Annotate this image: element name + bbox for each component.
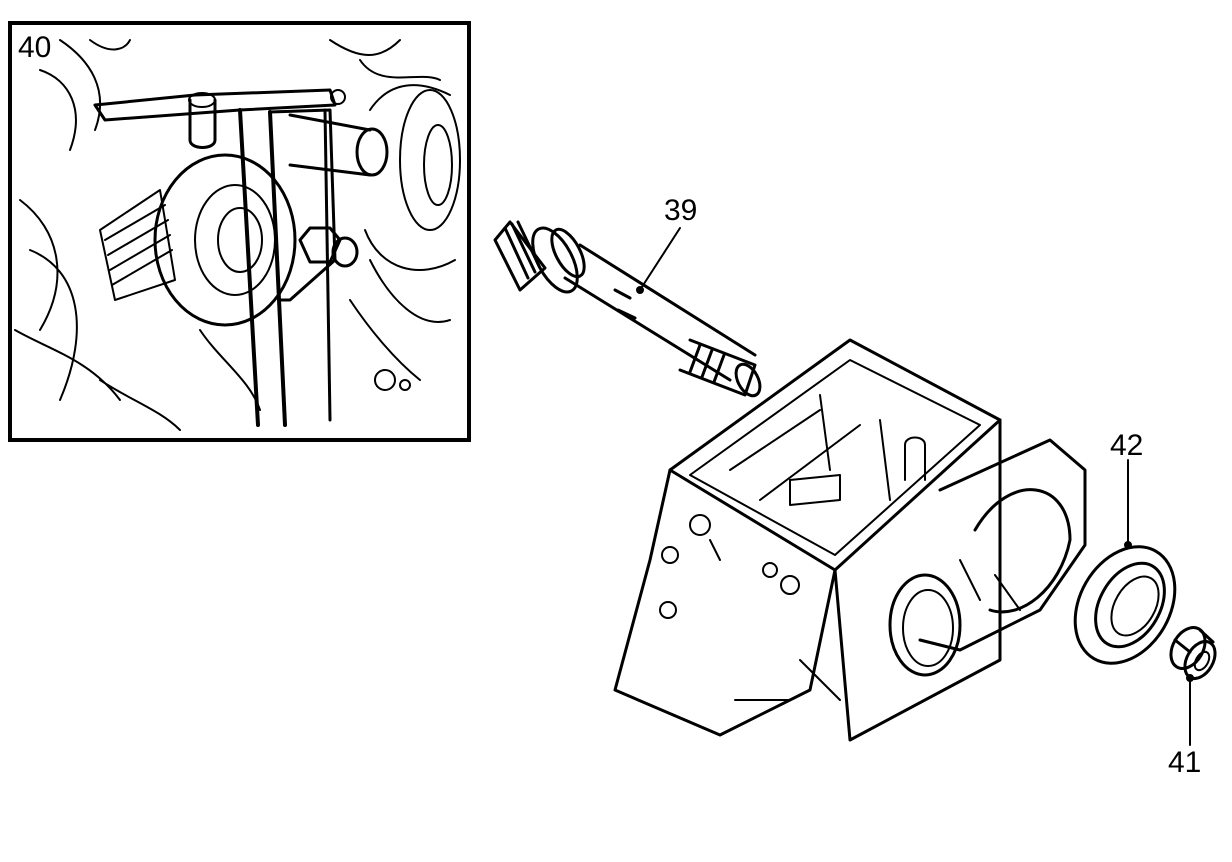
input-shaft: [493, 220, 762, 398]
callout-label-42: 42: [1110, 429, 1143, 462]
callout-label-39: 39: [664, 194, 697, 227]
callout-label-41: 41: [1168, 746, 1201, 779]
bushing: [1169, 626, 1217, 680]
leader-lines: [636, 227, 1194, 746]
inset-detail-panel: 40: [8, 21, 471, 442]
oil-seal: [1073, 545, 1177, 665]
callout-label-40: 40: [18, 31, 51, 64]
gearbox-housing: [613, 338, 1087, 742]
leader-39: [639, 227, 681, 291]
